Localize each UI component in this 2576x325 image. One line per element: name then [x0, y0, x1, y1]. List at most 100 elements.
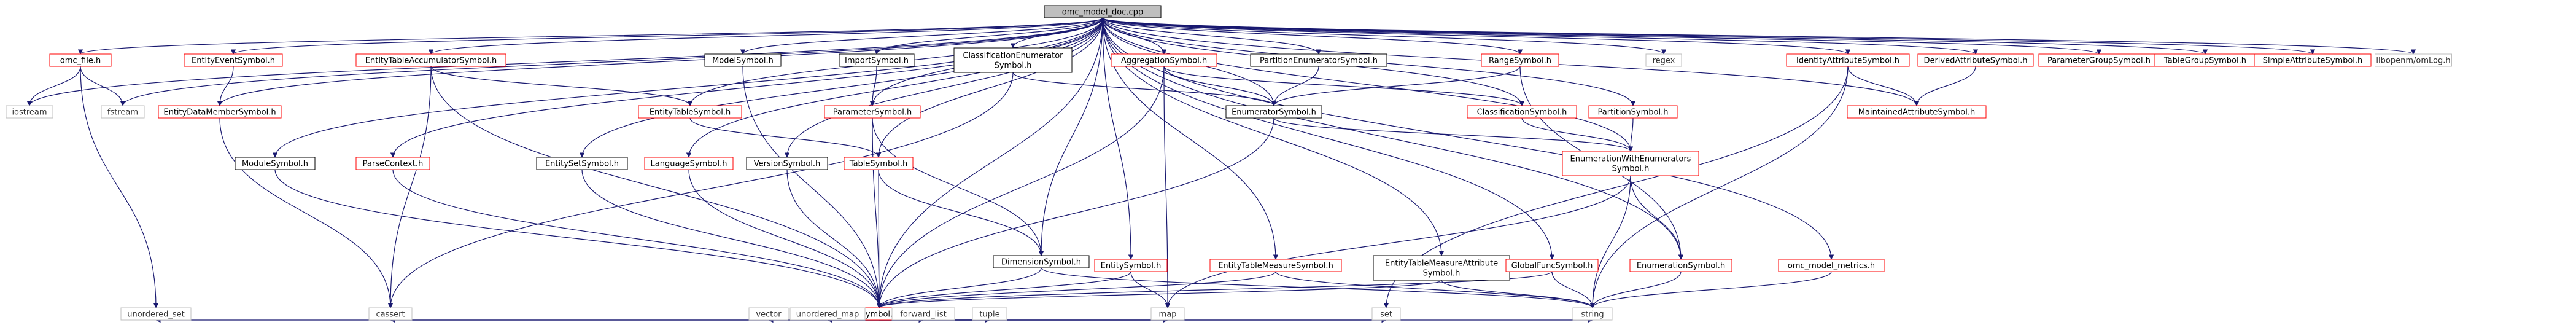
node-EntitySetSymbol[interactable]: EntitySetSymbol.h [536, 157, 628, 170]
edge-root-to-libparser [1102, 17, 2416, 55]
node-label: EntityTableSymbol.h [650, 108, 731, 117]
node-TableSymbol[interactable]: TableSymbol.h [844, 157, 914, 170]
node-LanguageSymbol[interactable]: LanguageSymbol.h [644, 157, 734, 170]
node-EntityEventSymbol[interactable]: EntityEventSymbol.h [184, 53, 283, 67]
edge-root-to-ModelSymbol [740, 17, 1103, 55]
node-label: ClassificationSymbol.h [1477, 108, 1567, 117]
node-ParameterGroupSymbol[interactable]: ParameterGroupSymbol.h [2038, 53, 2160, 67]
node-MaintainedAttributeSymbol[interactable]: MaintainedAttributeSymbol.h [1847, 105, 1987, 119]
node-box [748, 307, 789, 321]
node-ModelSymbol[interactable]: ModelSymbol.h [704, 53, 782, 67]
edge-DimensionSymbol-to-Symbol [876, 267, 1042, 308]
node-TableGroupSymbol[interactable]: TableGroupSymbol.h [2154, 53, 2256, 67]
node-box [1225, 105, 1322, 119]
edge-EntityTableSymbol-to-TableSymbol [689, 117, 882, 158]
edge-EnumeratorSymbol-to-Symbol [876, 117, 1274, 308]
node-box [1572, 307, 1613, 321]
node-label: EntityTableAccumulatorSymbol.h [365, 57, 497, 66]
node-EnumeratorSymbol[interactable]: EnumeratorSymbol.h [1225, 105, 1322, 119]
node-omc_file[interactable]: omc_file.h [49, 53, 112, 67]
node-ParameterSymbol[interactable]: ParameterSymbol.h [824, 105, 921, 119]
edge-EnumerationWithEnumeratorsSymbol-to-map [1165, 175, 1631, 308]
edge-EntityEventSymbol-to-EntityDataMemberSymbol [217, 66, 234, 106]
edge-root-to-omc_file [78, 17, 1103, 55]
node-EntityTableMeasureSymbol[interactable]: EntityTableMeasureSymbol.h [1209, 259, 1342, 272]
node-box [638, 105, 742, 119]
node-PartitionSymbol[interactable]: PartitionSymbol.h [1588, 105, 1678, 119]
node-EntitySymbol[interactable]: EntitySymbol.h [1094, 259, 1168, 272]
node-label: libopenm/omLog.h [2376, 57, 2450, 66]
node-DimensionSymbol[interactable]: DimensionSymbol.h [993, 255, 1090, 268]
edge-ClassificationEnumeratorSymbol-to-EnumeratorSymbol [1012, 72, 1277, 106]
edge-root-to-fstream [120, 17, 1103, 106]
node-label: string [1581, 310, 1604, 319]
edge-root-to-RangeSymbol [1102, 17, 1523, 55]
node-fstream: fstream [101, 105, 145, 119]
node-box [1786, 53, 1910, 67]
edge-root-to-EntitySymbol [1102, 17, 1134, 260]
node-EntityTableSymbol[interactable]: EntityTableSymbol.h [638, 105, 742, 119]
node-string: string [1572, 307, 1613, 321]
node-GlobalFuncSymbol[interactable]: GlobalFuncSymbol.h [1505, 259, 1599, 272]
node-DerivedAttributeSymbol[interactable]: DerivedAttributeSymbol.h [1917, 53, 2034, 67]
node-box [1645, 53, 1682, 67]
edge-EntityTableAccumulatorSymbol-to-cassert [387, 66, 432, 308]
edge-EntitySetSymbol-to-Symbol [581, 169, 882, 308]
node-box [1150, 307, 1185, 321]
edge-root-to-iostream [26, 17, 1103, 106]
node-PartitionEnumeratorSymbol[interactable]: PartitionEnumeratorSymbol.h [1250, 53, 1387, 67]
node-label: Symbol.h [995, 61, 1032, 71]
node-label: unordered_set [127, 310, 184, 319]
node-label: DimensionSymbol.h [1001, 258, 1081, 267]
node-IdentityAttributeSymbol[interactable]: IdentityAttributeSymbol.h [1786, 53, 1910, 67]
edge-root-to-TableSymbol [875, 17, 1103, 158]
edge-omc_file-to-fstream [80, 66, 126, 106]
node-map: map [1150, 307, 1185, 321]
node-label: GlobalFuncSymbol.h [1511, 262, 1593, 271]
node-label: map [1159, 310, 1177, 319]
node-EnumerationSymbol[interactable]: EnumerationSymbol.h [1629, 259, 1732, 272]
node-RangeSymbol[interactable]: RangeSymbol.h [1481, 53, 1559, 67]
node-ClassificationSymbol[interactable]: ClassificationSymbol.h [1467, 105, 1577, 119]
node-label: MaintainedAttributeSymbol.h [1858, 108, 1975, 117]
node-AggregationSymbol[interactable]: AggregationSymbol.h [1111, 53, 1217, 67]
node-SimpleAttributeSymbol[interactable]: SimpleAttributeSymbol.h [2254, 53, 2372, 67]
edge-root-to-EntityTableAccumulatorSymbol [429, 17, 1103, 55]
node-root[interactable]: omc_model_doc.cpp [1044, 5, 1162, 18]
node-box [644, 157, 734, 170]
node-EntityTableAccumulatorSymbol[interactable]: EntityTableAccumulatorSymbol.h [355, 53, 506, 67]
edge-root-to-PartitionEnumeratorSymbol [1102, 17, 1322, 55]
node-ImportSymbol[interactable]: ImportSymbol.h [839, 53, 915, 67]
node-box [184, 53, 283, 67]
node-label: ModuleSymbol.h [242, 160, 308, 169]
node-box [2254, 53, 2372, 67]
node-box [839, 53, 915, 67]
edge-EntitySymbol-to-map [1130, 271, 1171, 308]
node-ModuleSymbol[interactable]: ModuleSymbol.h [235, 157, 316, 170]
node-VersionSymbol[interactable]: VersionSymbol.h [746, 157, 828, 170]
node-label: ImportSymbol.h [845, 57, 909, 66]
node-box [824, 105, 921, 119]
node-box [1371, 307, 1401, 321]
node-label: IdentityAttributeSymbol.h [1796, 57, 1899, 66]
edge-EntityTableAccumulatorSymbol-to-EntityTableSymbol [430, 66, 693, 106]
edge-EntityTableMeasureAttributeSymbol-to-Symbol [877, 280, 1442, 308]
node-box [120, 307, 192, 321]
edge-EntitySymbol-to-Symbol [876, 271, 1131, 308]
node-label: EnumerationSymbol.h [1637, 262, 1725, 271]
edge-root-to-Symbol [876, 17, 1103, 308]
node-EntityDataMemberSymbol[interactable]: EntityDataMemberSymbol.h [158, 105, 282, 119]
edge-root-to-EntityEventSymbol [231, 17, 1103, 55]
node-omc_model_metrics[interactable]: omc_model_metrics.h [1778, 259, 1885, 272]
edge-root-to-ParameterGroupSymbol [1102, 17, 2101, 55]
node-box [1209, 259, 1342, 272]
edge-DimensionSymbol-to-string [1041, 267, 1595, 308]
node-ParseContext[interactable]: ParseContext.h [355, 157, 430, 170]
node-label: ModelSymbol.h [712, 57, 774, 66]
node-box [1111, 53, 1217, 67]
node-unordered_set: unordered_set [120, 307, 192, 321]
